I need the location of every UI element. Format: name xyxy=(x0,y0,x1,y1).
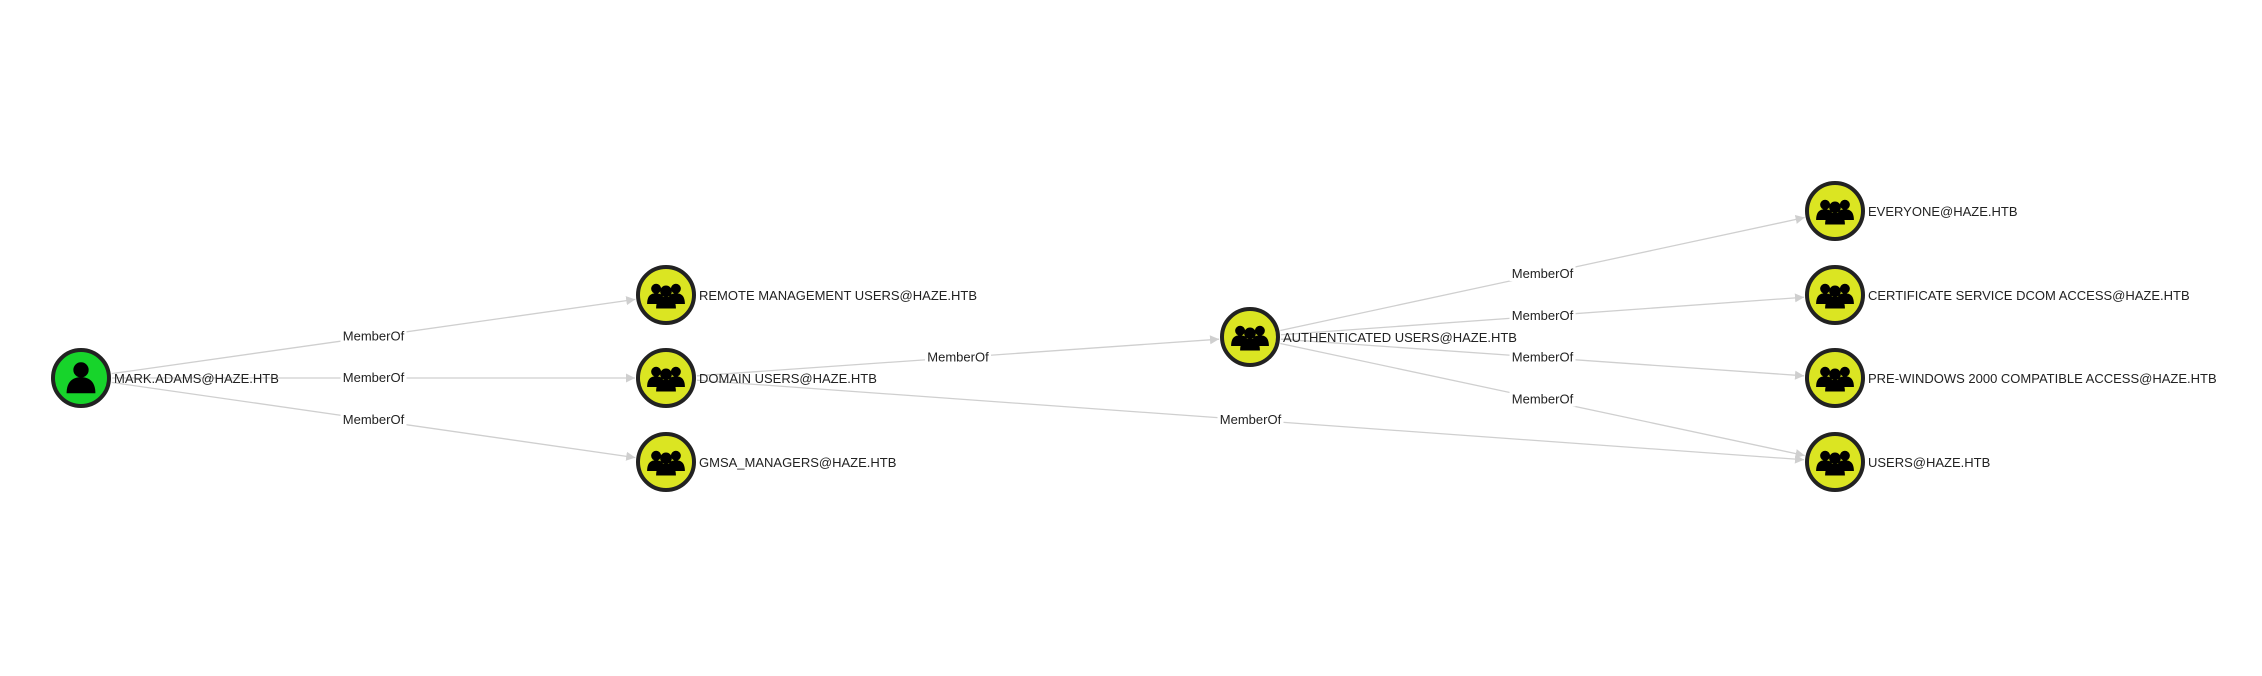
node-label: MARK.ADAMS@HAZE.HTB xyxy=(114,371,279,386)
edge-label-memberof: MemberOf xyxy=(343,370,405,385)
edge-label-memberof: MemberOf xyxy=(1512,308,1574,323)
node-label: REMOTE MANAGEMENT USERS@HAZE.HTB xyxy=(699,288,977,303)
node-cert[interactable]: CERTIFICATE SERVICE DCOM ACCESS@HAZE.HTB xyxy=(1805,265,2190,325)
node-gmsa[interactable]: GMSA_MANAGERS@HAZE.HTB xyxy=(636,432,896,492)
edge-label-memberof: MemberOf xyxy=(927,350,989,365)
edge-label-background xyxy=(1509,348,1576,365)
node-remote[interactable]: REMOTE MANAGEMENT USERS@HAZE.HTB xyxy=(636,265,977,325)
edge-label-memberof: MemberOf xyxy=(343,329,405,344)
edge-label-background xyxy=(340,411,407,427)
node-label: GMSA_MANAGERS@HAZE.HTB xyxy=(699,455,896,470)
node-users[interactable]: USERS@HAZE.HTB xyxy=(1805,432,1990,492)
nodes-layer: MARK.ADAMS@HAZE.HTB REMOTE MANAGEMENT USE… xyxy=(51,181,2217,492)
node-label: USERS@HAZE.HTB xyxy=(1868,455,1990,470)
node-mark[interactable]: MARK.ADAMS@HAZE.HTB xyxy=(51,348,279,408)
node-label: PRE-WINDOWS 2000 COMPATIBLE ACCESS@HAZE.… xyxy=(1868,371,2217,386)
edge-labels-layer: MemberOfMemberOfMemberOfMemberOfMemberOf… xyxy=(340,265,1576,427)
edge-label-background xyxy=(340,369,407,385)
edge-label-memberof: MemberOf xyxy=(1220,412,1282,427)
node-label: DOMAIN USERS@HAZE.HTB xyxy=(699,371,877,386)
edge-label-background xyxy=(1509,390,1576,407)
edge-label-memberof: MemberOf xyxy=(1512,266,1574,281)
edge-label-background xyxy=(340,327,407,344)
node-prewin[interactable]: PRE-WINDOWS 2000 COMPATIBLE ACCESS@HAZE.… xyxy=(1805,348,2217,408)
edge-label-background xyxy=(1217,411,1284,427)
node-label: EVERYONE@HAZE.HTB xyxy=(1868,204,2018,219)
node-label: AUTHENTICATED USERS@HAZE.HTB xyxy=(1283,330,1517,345)
node-label: CERTIFICATE SERVICE DCOM ACCESS@HAZE.HTB xyxy=(1868,288,2190,303)
edge-label-memberof: MemberOf xyxy=(1512,350,1574,365)
edge-label-background xyxy=(1509,307,1576,323)
node-everyone[interactable]: EVERYONE@HAZE.HTB xyxy=(1805,181,2018,241)
edge-label-background xyxy=(1509,265,1576,281)
edge-label-background xyxy=(925,348,991,365)
edge-label-memberof: MemberOf xyxy=(343,412,405,427)
node-domain[interactable]: DOMAIN USERS@HAZE.HTB xyxy=(636,348,877,408)
node-auth[interactable]: AUTHENTICATED USERS@HAZE.HTB xyxy=(1220,307,1517,367)
edge-label-memberof: MemberOf xyxy=(1512,392,1574,407)
